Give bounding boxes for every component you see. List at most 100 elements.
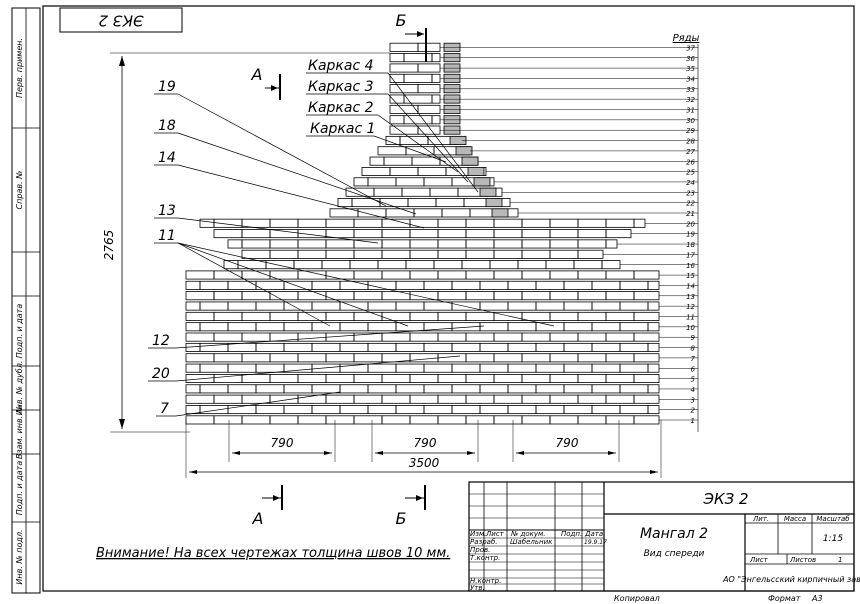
- brick: [479, 187, 497, 197]
- brick: [605, 291, 635, 301]
- brick: [493, 218, 523, 228]
- row-number: 28: [686, 138, 695, 146]
- tb-copied: Копировал: [614, 594, 660, 603]
- brick: [577, 415, 607, 425]
- brick: [409, 270, 439, 280]
- brick: [605, 415, 635, 425]
- brick: [465, 394, 495, 404]
- brick: [185, 415, 215, 425]
- brick: [493, 373, 523, 383]
- title-block: ЭКЗ 2 Мангал 2 Вид спереди Лит. Масса Ма…: [468, 481, 860, 592]
- brick: [521, 415, 551, 425]
- brick: [269, 311, 299, 321]
- tb-format: А3: [811, 594, 823, 603]
- brick: [647, 384, 660, 394]
- brick: [435, 198, 465, 208]
- brick: [605, 353, 635, 363]
- brick: [241, 373, 271, 383]
- brick: [465, 249, 495, 259]
- brick: [381, 229, 411, 239]
- brick: [325, 229, 355, 239]
- brick: [467, 166, 485, 176]
- brick: [605, 229, 632, 239]
- brick: [377, 146, 407, 156]
- brick: [377, 260, 407, 270]
- brick: [577, 239, 607, 249]
- row-number: 5: [691, 376, 696, 384]
- brick: [385, 135, 401, 145]
- brick: [381, 249, 411, 259]
- brick: [353, 218, 383, 228]
- brick: [213, 229, 243, 239]
- brick: [383, 156, 413, 166]
- brick: [325, 249, 355, 259]
- brick: [591, 342, 621, 352]
- brick: [185, 270, 215, 280]
- brick-masonry: [185, 42, 660, 425]
- brick: [353, 229, 383, 239]
- row-number: 30: [686, 117, 695, 125]
- brick: [549, 270, 579, 280]
- brick: [389, 115, 405, 125]
- brick: [269, 373, 299, 383]
- brick: [405, 260, 435, 270]
- tb-col-sign: Подп.: [561, 530, 582, 538]
- brick: [535, 342, 565, 352]
- brick: [577, 373, 607, 383]
- brick: [185, 394, 215, 404]
- brick: [269, 249, 299, 259]
- brick: [241, 239, 271, 249]
- brick: [493, 291, 523, 301]
- brick: [591, 405, 621, 415]
- brick: [395, 405, 425, 415]
- brick: [549, 291, 579, 301]
- brick: [389, 84, 419, 94]
- row-number: 24: [686, 179, 695, 187]
- brick: [423, 363, 453, 373]
- brick: [185, 280, 201, 290]
- brick: [535, 280, 565, 290]
- brick: [185, 311, 215, 321]
- brick: [479, 280, 509, 290]
- brick: [389, 53, 405, 63]
- row-number: 12: [686, 303, 695, 311]
- brick: [431, 115, 441, 125]
- callout-14: 14: [158, 150, 176, 166]
- brick: [283, 322, 313, 332]
- brick: [185, 332, 215, 342]
- brick: [255, 301, 285, 311]
- brick: [521, 332, 551, 342]
- brick: [507, 342, 537, 352]
- brick: [577, 218, 607, 228]
- brick: [423, 301, 453, 311]
- brick: [403, 115, 433, 125]
- brick: [297, 239, 327, 249]
- brick: [493, 353, 523, 363]
- brick: [269, 218, 299, 228]
- brick: [337, 198, 353, 208]
- brick: [283, 342, 313, 352]
- brick: [409, 218, 439, 228]
- frame-label: Каркас 2: [308, 100, 374, 116]
- brick: [465, 332, 495, 342]
- section-mark-a-left: А: [251, 65, 281, 100]
- brick: [619, 384, 649, 394]
- brick: [619, 405, 649, 415]
- brick: [325, 394, 355, 404]
- brick: [521, 373, 551, 383]
- height-dim-text: 2765: [102, 230, 116, 261]
- side-label: Подп. и дата: [15, 304, 24, 359]
- row-number: 19: [686, 231, 695, 239]
- brick: [405, 146, 435, 156]
- brick: [563, 280, 593, 290]
- row-number: 1: [691, 417, 695, 425]
- brick: [563, 301, 593, 311]
- callout-19: 19: [158, 79, 176, 95]
- dim-total: 3500: [409, 456, 440, 470]
- rotated-code: ЭКЗ 2: [98, 12, 144, 30]
- brick: [535, 363, 565, 373]
- brick: [381, 311, 411, 321]
- brick: [241, 229, 271, 239]
- brick: [311, 405, 341, 415]
- brick: [521, 239, 551, 249]
